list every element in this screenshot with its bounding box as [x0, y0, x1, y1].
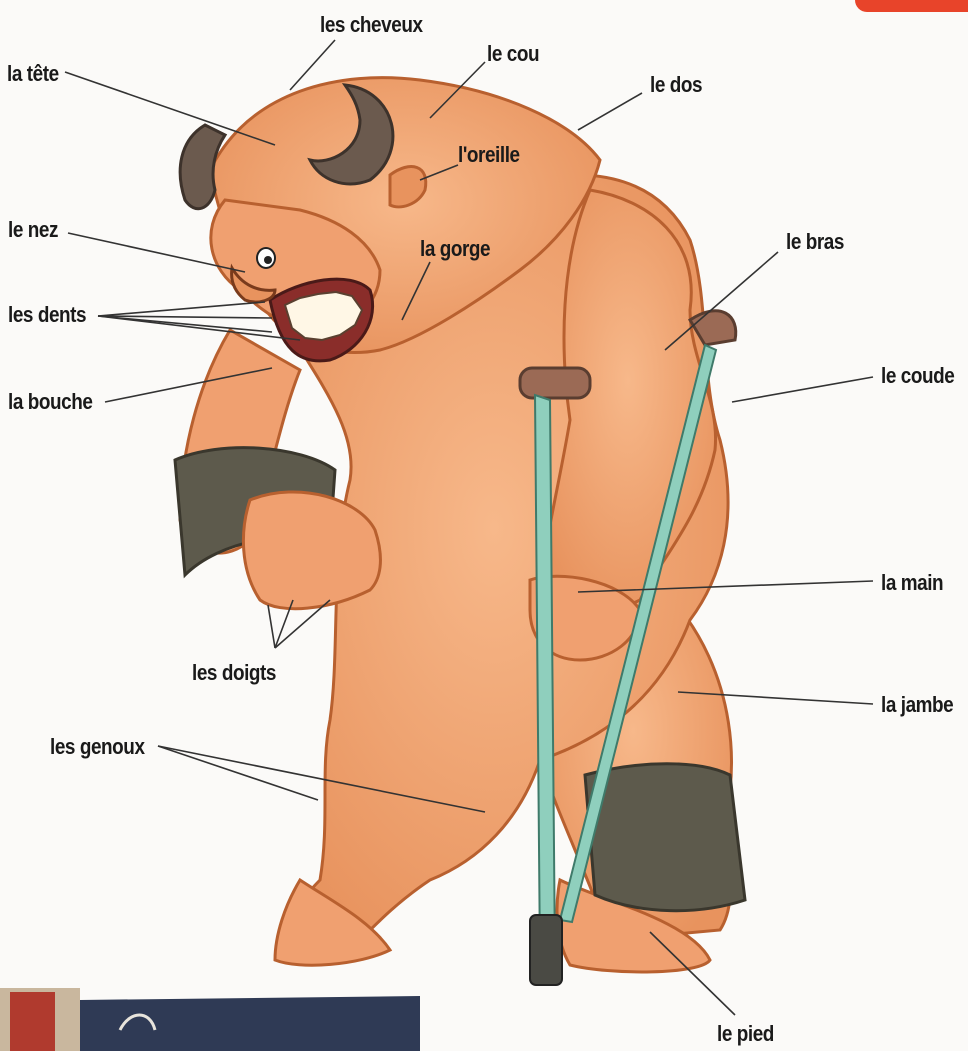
label-les-doigts: les doigts — [192, 661, 276, 685]
label-le-dos: le dos — [650, 73, 702, 97]
label-le-nez: le nez — [8, 218, 58, 242]
label-le-cou: le cou — [487, 42, 539, 66]
label-les-cheveux: les cheveux — [320, 13, 423, 37]
label-le-pied: le pied — [717, 1022, 774, 1046]
label-la-tete: la tête — [7, 62, 59, 86]
label-la-jambe: la jambe — [881, 693, 953, 717]
label-les-dents: les dents — [8, 303, 86, 327]
label-le-coude: le coude — [881, 364, 954, 388]
decor-fragments — [0, 988, 420, 1051]
leg-bandage — [585, 764, 745, 911]
label-l-oreille: l'oreille — [458, 143, 520, 167]
label-la-bouche: la bouche — [8, 390, 92, 414]
label-les-genoux: les genoux — [50, 735, 145, 759]
label-le-bras: le bras — [786, 230, 844, 254]
label-la-main: la main — [881, 571, 943, 595]
label-la-gorge: la gorge — [420, 237, 490, 261]
